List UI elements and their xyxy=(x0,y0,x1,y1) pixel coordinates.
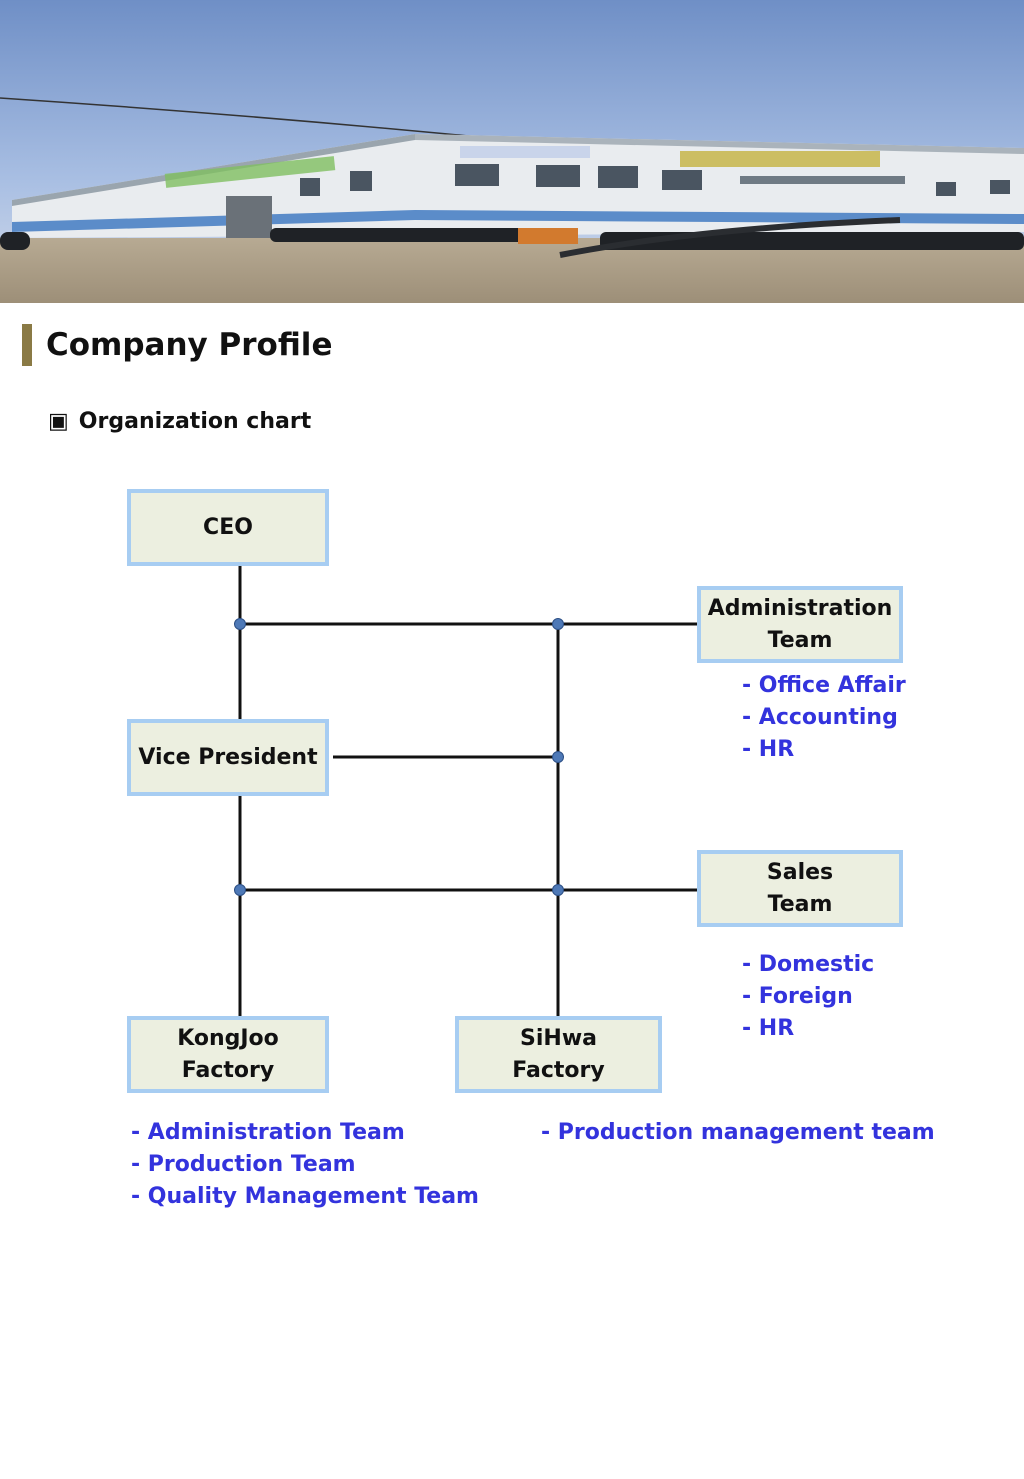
list-item: - Domestic xyxy=(742,949,874,981)
list-bullet: - xyxy=(742,705,759,730)
list-item-label: Administration Team xyxy=(147,1120,405,1145)
sihwa-factory-items: - Production management team xyxy=(541,1117,935,1149)
section-title-text: Organization chart xyxy=(78,409,312,434)
list-item-label: Foreign xyxy=(758,984,853,1009)
list-bullet: - xyxy=(742,1016,759,1041)
list-item-label: Production management team xyxy=(557,1120,935,1145)
list-bullet: - xyxy=(131,1120,148,1145)
list-item: - HR xyxy=(742,1013,874,1045)
sihwa-factory-label-line2: Factory xyxy=(512,1057,605,1083)
list-item-label: Office Affair xyxy=(758,673,906,698)
list-bullet: - xyxy=(742,952,759,977)
sales-team-items: - Domestic - Foreign - HR xyxy=(742,949,874,1045)
vice-president-box: Vice President xyxy=(127,719,329,796)
ceo-box: CEO xyxy=(127,489,329,566)
list-bullet: - xyxy=(742,737,759,762)
list-bullet: - xyxy=(742,984,759,1009)
section-heading: ▣ Organization chart xyxy=(48,404,311,440)
list-item-label: HR xyxy=(758,737,795,762)
kongjoo-factory-items: - Administration Team - Production Team … xyxy=(131,1117,479,1213)
list-item: - Production Team xyxy=(131,1149,479,1181)
list-item: - HR xyxy=(742,734,906,766)
junction-dot xyxy=(552,751,564,763)
list-bullet: - xyxy=(742,673,759,698)
list-item: - Foreign xyxy=(742,981,874,1013)
administration-team-label-line2: Team xyxy=(767,627,833,653)
sales-team-box: Sales Team xyxy=(697,850,903,927)
square-bullet-icon: ▣ xyxy=(48,409,69,434)
junction-dot xyxy=(234,884,246,896)
list-item: - Administration Team xyxy=(131,1117,479,1149)
list-bullet: - xyxy=(131,1152,148,1177)
list-item: - Accounting xyxy=(742,702,906,734)
vice-president-label: Vice President xyxy=(138,744,318,770)
administration-team-label-line1: Administration xyxy=(707,595,893,621)
sihwa-factory-box: SiHwa Factory xyxy=(455,1016,662,1093)
list-item: - Production management team xyxy=(541,1117,935,1149)
ceo-label: CEO xyxy=(203,514,253,540)
title-accent-bar xyxy=(22,324,32,366)
administration-team-box: Administration Team xyxy=(697,586,903,663)
junction-dot xyxy=(552,884,564,896)
factory-building-illustration xyxy=(0,0,1024,303)
sales-team-label-line2: Team xyxy=(767,891,833,917)
list-item-label: HR xyxy=(758,1016,795,1041)
junction-dot xyxy=(552,618,564,630)
sihwa-factory-label-line1: SiHwa xyxy=(520,1025,597,1051)
list-bullet: - xyxy=(541,1120,558,1145)
list-item: - Office Affair xyxy=(742,670,906,702)
list-item-label: Production Team xyxy=(147,1152,356,1177)
factory-banner-photo xyxy=(0,0,1024,303)
list-item-label: Accounting xyxy=(758,705,898,730)
kongjoo-factory-label-line1: KongJoo xyxy=(177,1025,279,1051)
list-item-label: Quality Management Team xyxy=(147,1184,479,1209)
page-title: Company Profile xyxy=(46,327,333,363)
list-bullet: - xyxy=(131,1184,148,1209)
administration-team-items: - Office Affair - Accounting - HR xyxy=(742,670,906,766)
list-item-label: Domestic xyxy=(758,952,875,977)
sales-team-label-line1: Sales xyxy=(766,859,834,885)
kongjoo-factory-box: KongJoo Factory xyxy=(127,1016,329,1093)
list-item: - Quality Management Team xyxy=(131,1181,479,1213)
junction-dot xyxy=(234,618,246,630)
kongjoo-factory-label-line2: Factory xyxy=(181,1057,275,1083)
